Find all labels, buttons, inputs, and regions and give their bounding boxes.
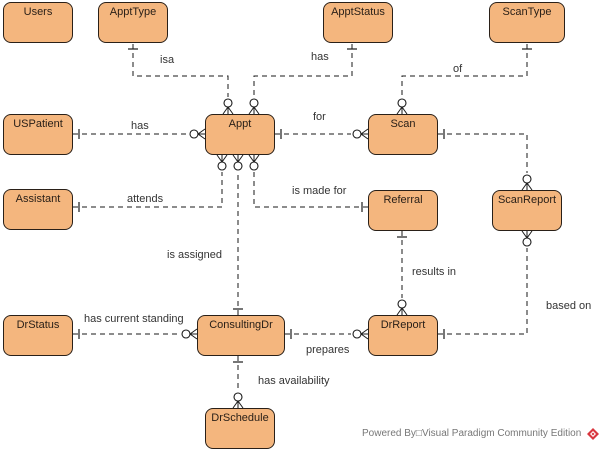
crows-foot-marker [189, 333, 198, 340]
crows-foot-marker [189, 328, 198, 335]
cardinality-zero-marker [352, 329, 362, 339]
crows-foot-marker [197, 133, 206, 140]
crows-foot-marker [197, 128, 206, 135]
entity-referral[interactable]: Referral [368, 190, 438, 231]
connector-is-made-for [253, 172, 368, 208]
entity-appttype[interactable]: ApptType [98, 2, 168, 43]
crows-foot-marker [248, 154, 255, 163]
entity-name: ConsultingDr [209, 319, 273, 331]
entity-name: DrSchedule [211, 412, 269, 424]
crows-foot-marker [232, 154, 239, 163]
entity-scan[interactable]: Scan [368, 114, 438, 155]
relationship-label-is-assigned: is assigned [167, 249, 223, 261]
entity-drreport[interactable]: DrReport [368, 315, 438, 356]
cardinality-zero-marker [181, 329, 191, 339]
entity-uspatient[interactable]: USPatient [3, 114, 73, 155]
cardinality-zero-marker [522, 237, 532, 247]
cardinality-zero-marker [249, 98, 259, 108]
crows-foot-marker [222, 106, 229, 115]
crows-foot-marker [396, 307, 403, 316]
relationship-label-has-status: has [311, 51, 329, 63]
connector-based-on [438, 248, 528, 335]
entity-name: ScanReport [497, 194, 557, 206]
entity-users[interactable]: Users [3, 2, 73, 43]
cardinality-zero-marker [397, 98, 407, 108]
connector-has-status [253, 44, 353, 97]
entity-name: Referral [383, 194, 423, 206]
crows-foot-marker [521, 182, 528, 191]
relationship-label-has-availability: has availability [258, 375, 330, 387]
relationship-label-results-in: results in [412, 266, 457, 278]
crows-foot-marker [237, 154, 244, 163]
entity-name: DrReport [380, 319, 426, 331]
crows-foot-marker [521, 230, 528, 239]
cardinality-zero-marker [522, 174, 532, 184]
crows-foot-marker [216, 154, 223, 163]
cardinality-zero-marker [217, 161, 227, 171]
cardinality-zero-marker [189, 129, 199, 139]
crows-foot-marker [360, 328, 369, 335]
relationship-label-for: for [313, 111, 326, 123]
visual-paradigm-logo-icon [587, 428, 599, 440]
crows-foot-marker [221, 154, 228, 163]
connector-attends [73, 172, 223, 208]
cardinality-zero-marker [249, 161, 259, 171]
entity-name: ScanType [502, 6, 552, 18]
relationship-label-is-made-for: is made for [292, 185, 347, 197]
entity-name: ApptStatus [331, 6, 385, 18]
powered-by-footer: Powered By□Visual Paradigm Community Edi… [362, 428, 582, 439]
entity-name: Appt [228, 118, 252, 130]
crows-foot-marker [227, 106, 234, 115]
entity-assistant[interactable]: Assistant [3, 189, 73, 230]
crows-foot-marker [360, 133, 369, 140]
cardinality-zero-marker [397, 299, 407, 309]
crows-foot-marker [360, 128, 369, 135]
crows-foot-marker [526, 230, 533, 239]
entity-consultingdr[interactable]: ConsultingDr [197, 315, 285, 356]
crows-foot-marker [232, 400, 239, 409]
crows-foot-marker [401, 106, 408, 115]
entity-drstatus[interactable]: DrStatus [3, 315, 73, 356]
crows-foot-marker [237, 400, 244, 409]
entity-name: Scan [390, 118, 416, 130]
crows-foot-marker [396, 106, 403, 115]
crows-foot-marker [526, 182, 533, 191]
relationship-label-has-patient: has [131, 120, 149, 132]
cardinality-zero-marker [233, 392, 243, 402]
relationship-label-attends: attends [127, 193, 164, 205]
relationship-label-isa: isa [160, 54, 175, 66]
cardinality-zero-marker [352, 129, 362, 139]
relationship-label-of: of [453, 63, 463, 75]
connector-scan-report [438, 133, 528, 173]
entity-appt[interactable]: Appt [205, 114, 275, 155]
entity-name: Assistant [15, 193, 61, 205]
entity-name: DrStatus [16, 319, 60, 331]
crows-foot-marker [360, 333, 369, 340]
cardinality-zero-marker [223, 98, 233, 108]
connector-isa [132, 44, 229, 97]
entity-scanreport[interactable]: ScanReport [492, 190, 562, 231]
relationship-label-based-on: based on [546, 300, 592, 312]
crows-foot-marker [253, 106, 260, 115]
crows-foot-marker [248, 106, 255, 115]
connector-of [401, 44, 528, 97]
crows-foot-marker [253, 154, 260, 163]
entity-scantype[interactable]: ScanType [489, 2, 565, 43]
relationship-label-has-current-standing: has current standing [84, 313, 184, 325]
entity-drschedule[interactable]: DrSchedule [205, 408, 275, 449]
crows-foot-marker [401, 307, 408, 316]
entity-name: ApptType [109, 6, 157, 18]
entity-name: Users [23, 6, 53, 18]
cardinality-zero-marker [233, 161, 243, 171]
entity-name: USPatient [13, 118, 63, 130]
relationship-label-prepares: prepares [306, 344, 350, 356]
entity-apptstatus[interactable]: ApptStatus [323, 2, 393, 43]
